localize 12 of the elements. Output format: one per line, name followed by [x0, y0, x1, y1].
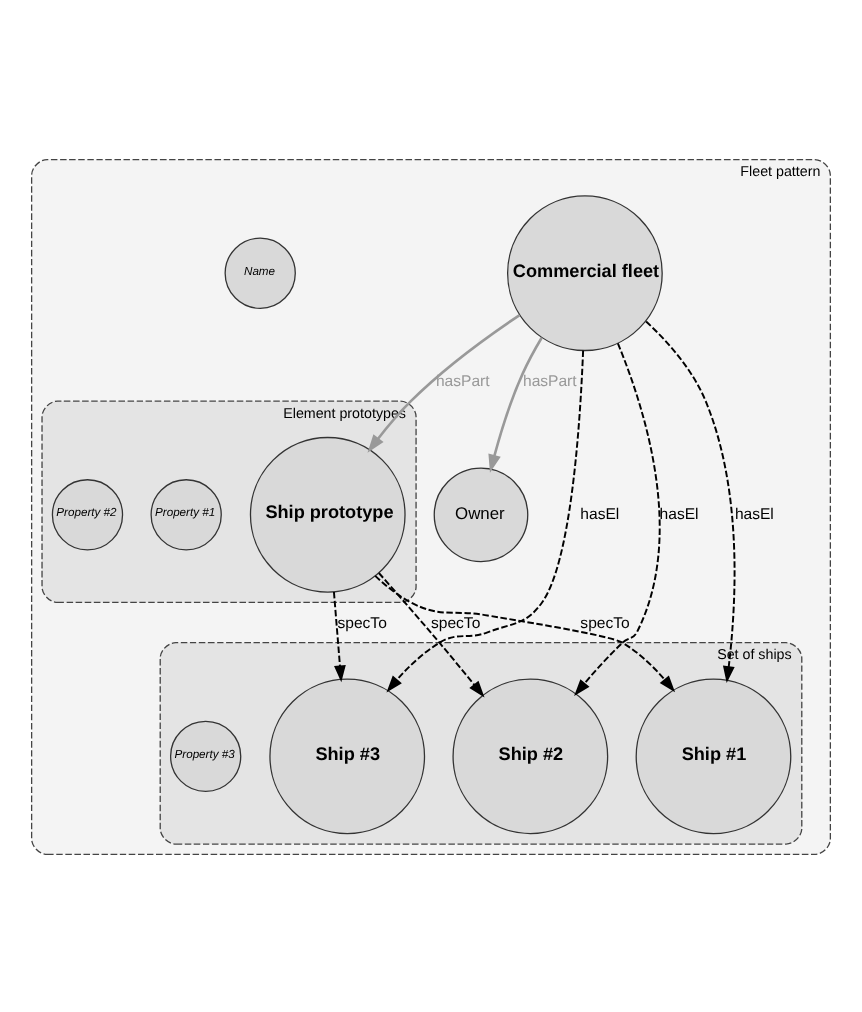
- node-circle: Ship #1: [635, 677, 792, 834]
- arrow: [488, 336, 543, 472]
- arrow: [374, 573, 676, 692]
- arrow: [574, 341, 661, 695]
- arrow: [377, 571, 485, 697]
- arrow: [367, 313, 521, 452]
- arrow: [386, 348, 585, 692]
- node-circle: Owner: [433, 466, 529, 562]
- node-circle: Ship #3: [269, 677, 426, 834]
- arrow: [645, 319, 736, 682]
- arrow: [332, 590, 346, 682]
- node-circle: Commercial fleet: [507, 194, 663, 351]
